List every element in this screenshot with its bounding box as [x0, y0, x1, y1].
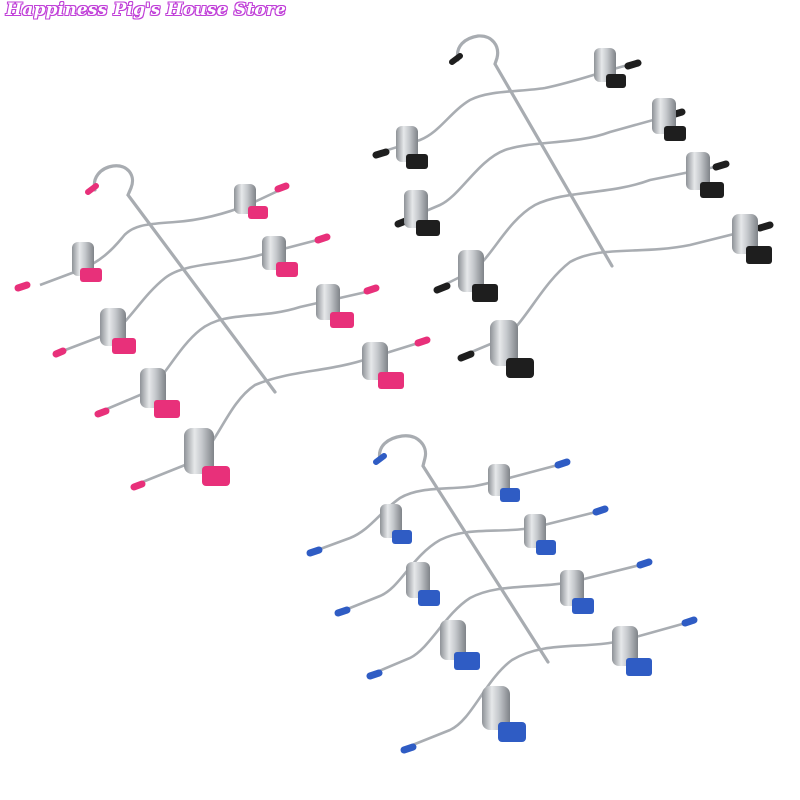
blue-clips — [380, 464, 652, 742]
pink-hook-tip — [85, 183, 99, 195]
blue-tiers — [311, 461, 694, 750]
pink-end-tips — [14, 182, 431, 491]
blue-end-tips — [306, 458, 698, 754]
pink-clips — [72, 184, 404, 486]
blue-hook — [377, 434, 550, 664]
black-end-tips — [372, 59, 774, 362]
pink-hanger — [14, 164, 431, 491]
black-tiers — [377, 62, 771, 358]
black-hanger — [372, 34, 774, 378]
blue-hanger — [306, 434, 698, 754]
blue-hook-tip — [373, 453, 387, 465]
store-watermark: Happiness Pig's House Store — [6, 0, 287, 20]
black-hook-tip — [449, 53, 463, 65]
pink-hook — [92, 164, 277, 394]
black-hook — [455, 34, 614, 268]
black-clips — [396, 48, 772, 378]
